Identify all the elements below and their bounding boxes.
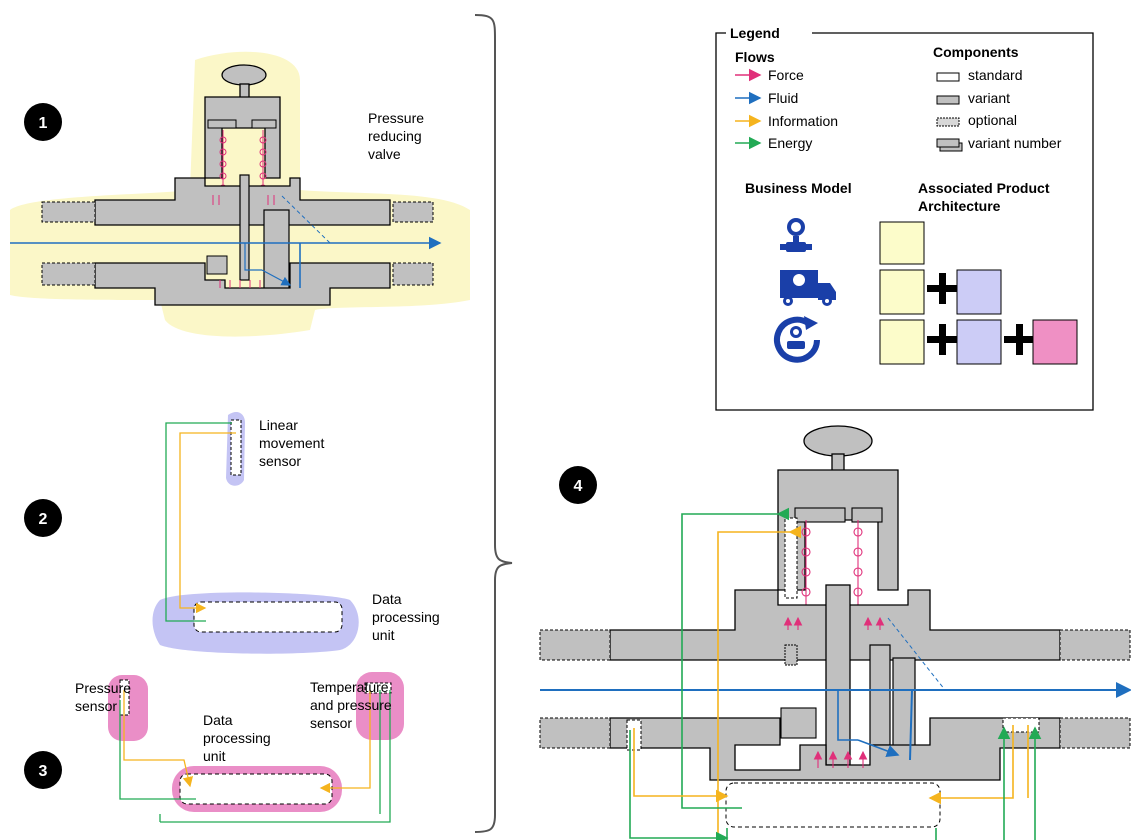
data-processing-unit-2 [194,602,342,632]
dpu-label-3: Data processing unit [203,712,275,764]
valve-label: Pressure reducing valve [368,110,428,162]
arch-box-base [880,270,924,314]
dpu-label-2: Data processing unit [372,591,444,643]
sale-model-icon [780,218,812,252]
panel-4-combined-valve: 4 [540,426,1130,840]
linear-sensor-label: Linear movement sensor [259,417,328,469]
component-variant-number: variant number [968,135,1062,151]
linear-movement-sensor [231,420,241,475]
data-processing-unit-4 [726,783,940,827]
plus-icon [927,273,958,304]
legend-title: Legend [730,25,780,41]
component-optional: optional [968,112,1017,128]
panel-3-pressure-sensors: 3 Pressure sensor Data processing unit T… [24,672,404,822]
arch-box-base [880,320,924,364]
panel-number: 4 [574,478,583,495]
subscription-model-icon [777,316,818,360]
architecture-title: Associated Product Architecture [918,180,1053,214]
flow-force: Force [768,67,804,83]
components-title: Components [933,44,1019,60]
arch-box-sensor [957,270,1001,314]
flow-information: Information [768,113,838,129]
panel-number: 2 [39,511,48,528]
component-standard: standard [968,67,1022,83]
temperature-sensor-4 [1003,718,1039,732]
valve-handle [222,65,266,85]
plus-icon [927,324,958,355]
arch-box-pressure [1033,320,1077,364]
linear-sensor-4 [785,518,797,598]
flows-title: Flows [735,49,775,65]
flow-energy: Energy [768,135,812,151]
panel-1-pressure-reducing-valve: 1 Pressure reducing [10,52,470,337]
arch-box-base [880,222,924,264]
panel-2-sensor-data-processing: 2 Linear movement sensor Data processing… [24,412,444,654]
combination-brace [475,15,512,832]
component-variant: variant [968,90,1010,106]
plus-icon [1004,324,1035,355]
panel-number: 3 [39,763,48,780]
panel-number: 1 [39,115,48,132]
data-processing-unit-3 [180,774,332,804]
flow-fluid: Fluid [768,90,798,106]
legend: Legend Flows Force Fluid Information Ene… [716,25,1093,410]
business-model-title: Business Model [745,180,852,196]
arch-box-sensor [957,320,1001,364]
delivery-model-icon [780,270,836,306]
